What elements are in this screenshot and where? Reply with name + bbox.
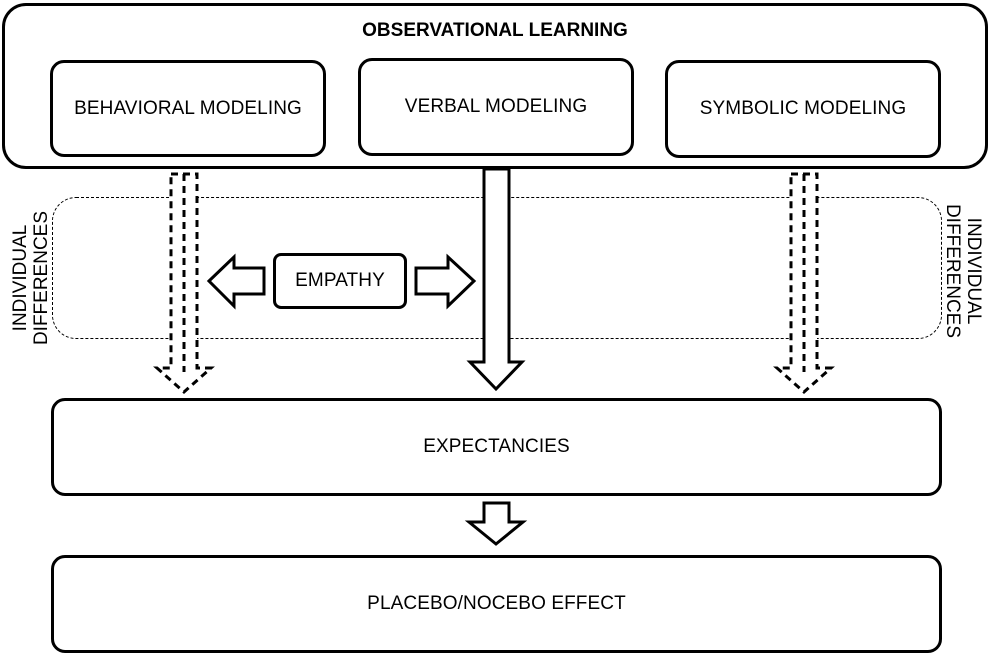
symbolic-modeling-label: SYMBOLIC MODELING	[699, 98, 907, 119]
empathy-label: EMPATHY	[295, 270, 385, 291]
expectancies-box: EXPECTANCIES	[51, 398, 942, 496]
empathy-left-arrow	[206, 253, 266, 310]
expectancies-to-effect-arrow	[464, 501, 528, 546]
empathy-box: EMPATHY	[273, 253, 407, 309]
verbal-modeling-box: VERBAL MODELING	[358, 58, 634, 156]
expectancies-label: EXPECTANCIES	[423, 436, 570, 457]
behavioral-modeling-box: BEHAVIORAL MODELING	[50, 60, 326, 157]
verbal-modeling-label: VERBAL MODELING	[404, 96, 588, 117]
empathy-right-arrow	[414, 253, 477, 310]
observational-learning-title: OBSERVATIONAL LEARNING	[362, 20, 628, 41]
verbal-to-expectancies-arrow	[466, 167, 526, 392]
placebo-nocebo-effect-box: PLACEBO/NOCEBO EFFECT	[51, 555, 942, 653]
behavioral-modeling-label: BEHAVIORAL MODELING	[74, 97, 302, 119]
symbolic-modeling-box: SYMBOLIC MODELING	[665, 60, 941, 158]
placebo-nocebo-effect-label: PLACEBO/NOCEBO EFFECT	[367, 593, 626, 614]
